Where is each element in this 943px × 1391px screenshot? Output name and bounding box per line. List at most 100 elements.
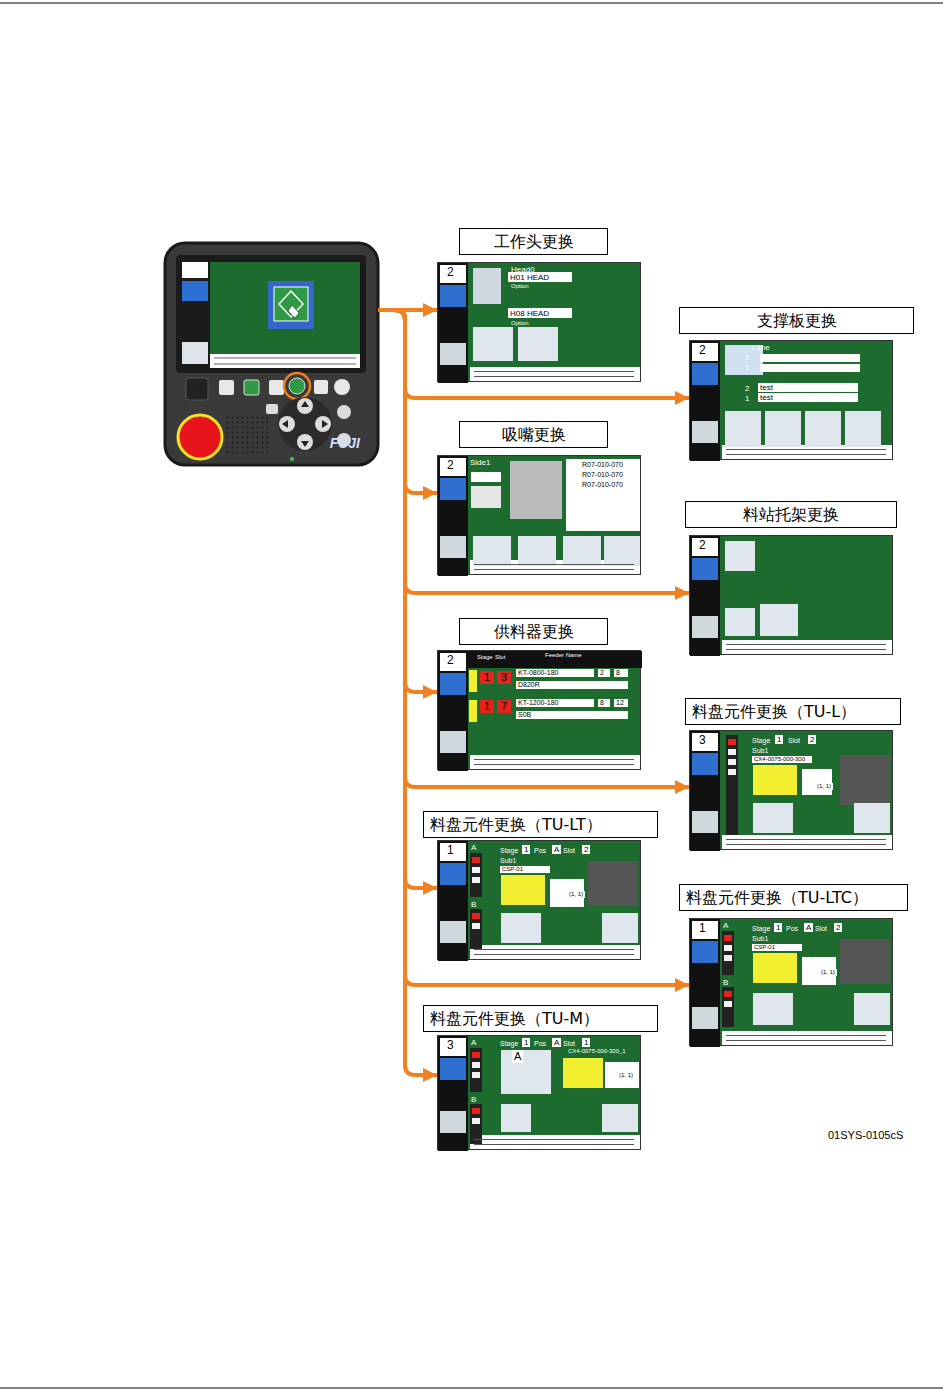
screen-text: H08 HEAD <box>508 309 568 318</box>
screen-text: 1 <box>699 922 706 936</box>
screen-element <box>469 670 477 692</box>
screen-element <box>802 769 832 795</box>
status-line <box>474 569 634 570</box>
screen-element <box>473 268 501 304</box>
screen-text: Slot <box>788 737 800 745</box>
screen-element <box>722 640 892 654</box>
status-line <box>726 844 886 845</box>
emergency-button <box>178 415 222 459</box>
screen-element <box>728 759 736 765</box>
screen-element <box>566 459 640 531</box>
screen-text: CSP-01 <box>752 944 802 951</box>
screen-text: (1, 1) <box>819 969 837 976</box>
screen-text: B <box>471 1095 476 1104</box>
screen-element <box>692 363 718 385</box>
screen-text: 2 <box>834 923 842 932</box>
screen-element <box>724 945 732 951</box>
status-line <box>474 759 634 760</box>
status-line <box>214 364 356 365</box>
screen-element <box>440 1111 466 1133</box>
screen-element <box>692 811 718 833</box>
screen-text: Side1 <box>470 458 490 467</box>
brand-logo: FUJI <box>330 435 360 451</box>
start-icon <box>274 287 308 321</box>
screen-element <box>501 1104 531 1132</box>
screen-element <box>692 941 718 963</box>
screen-text: B <box>471 900 476 909</box>
screen-element <box>563 1058 603 1088</box>
screen-element <box>753 803 793 833</box>
screen-element <box>724 991 732 997</box>
screen-element <box>724 955 732 961</box>
panel-button <box>337 405 351 419</box>
screen-text: KT-0800-180 <box>516 669 594 677</box>
screen-element <box>602 913 638 943</box>
status-line <box>726 649 886 650</box>
screen-text: 1 <box>774 923 782 932</box>
screen-element <box>470 945 640 959</box>
screen-element <box>470 367 640 381</box>
screen-element <box>724 1001 732 1007</box>
status-line <box>474 764 634 765</box>
screen-title: 支撑板更换 <box>679 307 914 334</box>
screen-element <box>753 953 797 983</box>
screen-element <box>728 749 736 755</box>
screen-element <box>472 1062 480 1068</box>
screen-text: CX4-0075-000-300 <box>752 756 812 763</box>
page-rule <box>0 1388 943 1389</box>
status-line <box>726 644 886 645</box>
screen-element <box>840 755 890 805</box>
screen-element <box>725 411 761 447</box>
screen-text: 2 <box>699 539 706 553</box>
screen-element <box>469 700 477 722</box>
panel-button <box>186 378 208 400</box>
screen-element <box>472 913 480 919</box>
screen-text: Option <box>511 283 529 290</box>
screen-element <box>854 803 890 833</box>
screen-element <box>440 478 466 500</box>
screen-element <box>602 1104 638 1132</box>
screen-element <box>760 354 860 362</box>
screen-text: KT-1200-180 <box>516 699 594 707</box>
screen-text: A <box>471 1038 476 1047</box>
screen-text: 2 <box>447 654 454 668</box>
screen-element <box>472 867 480 873</box>
screen-text: Stage <box>752 925 770 933</box>
hand-symbol <box>288 305 299 318</box>
screen-title: 料盘元件更换（TU-LT） <box>423 811 658 838</box>
screen-capture: 供料器更换 <box>437 650 641 770</box>
screen-title: 供料器更换 <box>459 618 608 645</box>
status-line <box>726 839 886 840</box>
screen-text: Slot <box>495 654 505 661</box>
screen-text: A <box>552 845 561 854</box>
flow-arrow <box>378 310 689 593</box>
status-line <box>474 371 634 372</box>
screen-element <box>692 421 718 443</box>
screen-element <box>472 1108 480 1114</box>
panel-button <box>314 380 328 394</box>
screen-text: 1 <box>745 363 749 372</box>
screen-element <box>472 1072 480 1078</box>
status-line <box>474 1139 634 1140</box>
screen-element <box>692 616 718 638</box>
screen-element <box>470 1135 640 1149</box>
screen-ground <box>210 262 360 354</box>
screen-text: S0B <box>516 711 628 719</box>
status-line <box>726 1035 886 1036</box>
screen-element <box>472 923 480 929</box>
screen-element <box>845 411 881 447</box>
panel-screen <box>176 255 366 373</box>
screen-element <box>501 913 541 943</box>
status-line <box>726 454 886 455</box>
screen-element <box>518 327 558 361</box>
screen-element <box>501 1050 551 1094</box>
screen-text: 2 <box>745 353 749 362</box>
screen-element <box>473 327 513 361</box>
flow-arrow <box>378 310 689 985</box>
screen-element <box>728 769 736 775</box>
screen-text: Feeder Name <box>545 652 582 659</box>
highlight-ring <box>284 373 310 399</box>
screen-element <box>471 472 501 482</box>
flow-arrow <box>378 310 437 692</box>
